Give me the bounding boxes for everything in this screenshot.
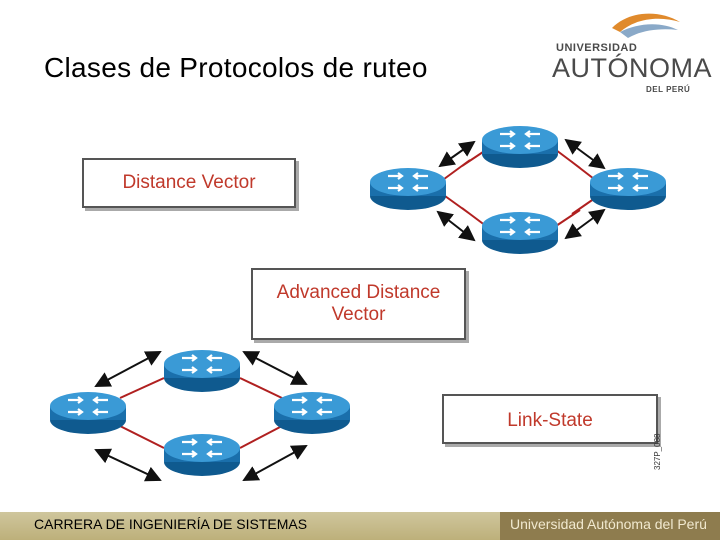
router-bottom-c-label: C <box>83 431 93 447</box>
advanced-distance-vector-label-line2: Vector <box>331 304 386 325</box>
network-diagrams: B C A D B <box>48 124 668 489</box>
router-top-d: D <box>480 210 560 267</box>
advanced-distance-vector-box: Advanced Distance Vector <box>251 268 466 340</box>
top-network: B C A D <box>368 124 668 267</box>
university-logo: UNIVERSIDAD AUTÓNOMA DEL PERÚ <box>550 8 712 98</box>
logo-swoosh-icon <box>612 13 680 38</box>
bottom-network: B C A D <box>48 348 352 489</box>
router-bottom-a: A <box>272 390 352 447</box>
advanced-distance-vector-label-line1: Advanced Distance <box>276 282 441 303</box>
router-bottom-c: C <box>48 390 128 447</box>
router-top-c-label: C <box>403 207 413 223</box>
footer-bar: CARRERA DE INGENIERÍA DE SISTEMAS Univer… <box>0 512 720 540</box>
router-top-c: C <box>368 166 448 223</box>
distance-vector-label: Distance Vector <box>122 172 256 193</box>
footer-brand-block <box>500 512 720 540</box>
router-bottom-d: D <box>162 432 242 489</box>
router-bottom-b-label: B <box>197 389 206 405</box>
router-bottom-b: B <box>162 348 242 405</box>
logo-line-3: DEL PERÚ <box>646 85 691 94</box>
link-state-box: Link-State <box>442 394 658 444</box>
link-state-label: Link-State <box>507 410 593 431</box>
router-top-b-label: B <box>515 165 524 181</box>
top-update-arrows <box>436 138 606 242</box>
router-top-a-label: A <box>623 207 633 223</box>
router-top-b: B <box>480 124 560 181</box>
router-top-a: A <box>588 166 668 223</box>
bottom-flood-arrows <box>94 351 308 482</box>
footer-career: CARRERA DE INGENIERÍA DE SISTEMAS <box>34 516 308 532</box>
distance-vector-box: Distance Vector <box>82 158 296 208</box>
page-title: Clases de Protocolos de ruteo <box>44 52 428 83</box>
logo-line-2: AUTÓNOMA <box>552 53 713 83</box>
footer-university: Universidad Autónoma del Perú <box>510 516 707 532</box>
router-bottom-d-label: D <box>197 473 207 489</box>
router-top-d-label: D <box>515 251 525 267</box>
router-bottom-a-label: A <box>307 431 317 447</box>
logo-line-1: UNIVERSIDAD <box>556 42 638 54</box>
